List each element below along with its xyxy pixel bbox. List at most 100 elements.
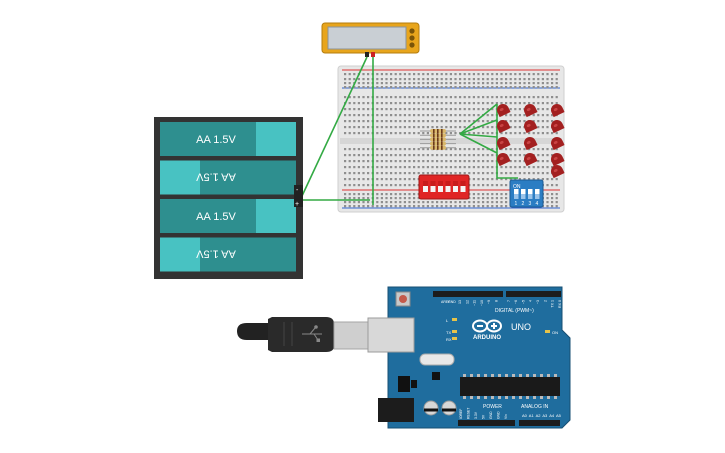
multimeter-probe-red[interactable]: [371, 52, 375, 57]
battery-cell-label: AA 1.5V: [195, 171, 235, 183]
power-header[interactable]: [458, 420, 515, 426]
digital-pin-label: ~11: [473, 300, 477, 306]
led-red[interactable]: [549, 151, 565, 167]
led-red[interactable]: [495, 151, 511, 167]
digital-pin-label: RX 0: [558, 300, 562, 308]
led-red[interactable]: [549, 163, 565, 179]
battery-cell-label: AA 1.5V: [195, 248, 235, 260]
power-pin-label: 5V: [482, 414, 486, 419]
digital-pin-label: ~6: [514, 300, 518, 304]
led-red[interactable]: [549, 102, 565, 118]
wires: [301, 56, 518, 205]
led-red[interactable]: [549, 118, 565, 134]
multimeter-probe-black[interactable]: [365, 52, 369, 57]
led-red[interactable]: [495, 118, 511, 134]
analog-label: ANALOG IN: [521, 404, 549, 410]
led-red[interactable]: [549, 135, 565, 151]
digital-pin-label: ~3: [536, 300, 540, 304]
battery-plus-label: +: [295, 201, 299, 208]
l-led-label: L: [446, 318, 449, 323]
usb-icon: [302, 325, 322, 342]
wire-meter-to-battery[interactable]: [301, 56, 368, 197]
usb-plug-body: [268, 317, 334, 352]
dip-key[interactable]: [445, 181, 451, 192]
wire-led-to-dip[interactable]: [496, 104, 518, 179]
breadboard-center-channel: [340, 138, 562, 144]
arduino-model: UNO: [511, 322, 531, 332]
led-matrix[interactable]: [495, 102, 565, 179]
dip-key[interactable]: [430, 181, 436, 192]
dip-switch-red-keys: [423, 181, 466, 192]
digital-header-right[interactable]: [506, 291, 561, 297]
digital-pin-label: TX 1: [551, 300, 555, 308]
dip-key[interactable]: [438, 181, 443, 192]
digital-label: DIGITAL (PWM~): [495, 308, 534, 314]
dip-switch-red[interactable]: [418, 174, 470, 200]
reset-button-cap-icon[interactable]: [399, 295, 407, 303]
digital-pin-label: 2: [543, 300, 547, 302]
arduino-brand: ARDUINO: [473, 335, 501, 341]
analog-header[interactable]: [519, 420, 560, 426]
power-jack: [378, 398, 414, 422]
led-red[interactable]: [522, 102, 538, 118]
analog-pin-label: A3: [542, 413, 548, 418]
analog-pin-label: A4: [549, 413, 555, 418]
digital-pin-label: ~10: [480, 300, 484, 306]
arduino-logo-icon: [472, 319, 502, 333]
dip-key[interactable]: [423, 181, 428, 192]
battery-cell[interactable]: AA 1.5V: [160, 237, 296, 272]
multimeter-knob-icon[interactable]: [409, 28, 415, 34]
analog-pin-label: A0: [522, 413, 528, 418]
multimeter-display: [327, 26, 407, 50]
aref-label: AREF: [441, 300, 450, 304]
multimeter-knob-icon[interactable]: [409, 35, 415, 41]
multimeter[interactable]: [321, 22, 420, 57]
battery-cells: AA 1.5V AA 1.5V AA 1.5V AA 1.5V: [160, 122, 296, 272]
dip-position-label: 1: [515, 201, 518, 207]
regulator-tab: [411, 380, 417, 388]
digital-header-left[interactable]: [433, 291, 503, 297]
led-red[interactable]: [522, 118, 538, 134]
digital-pin-label: ~9: [487, 300, 491, 304]
atmega-chip-pins: [463, 374, 557, 399]
dip-position-label: 3: [529, 201, 532, 207]
led-red[interactable]: [495, 102, 511, 118]
tx-led-label: TX: [446, 330, 451, 335]
dip-key[interactable]: [460, 181, 466, 192]
battery-terminal: [294, 185, 303, 207]
power-pin-label: GND: [489, 411, 493, 419]
capacitor-2: [441, 400, 457, 416]
dip-switch-blue-body: [509, 179, 544, 208]
atmega-chip: [460, 377, 560, 396]
capacitor-1: [423, 400, 439, 416]
wire-resistor-led-3[interactable]: [459, 133, 498, 138]
led-red[interactable]: [522, 135, 538, 151]
battery-cell[interactable]: AA 1.5V: [160, 199, 296, 233]
led-red[interactable]: [522, 151, 538, 167]
gnd-label: GND: [448, 300, 456, 304]
voltage-regulator: [398, 376, 410, 392]
digital-pin-label: ~5: [521, 300, 525, 304]
battery-cell[interactable]: AA 1.5V: [160, 122, 296, 156]
digital-pin-label: 7: [507, 300, 511, 302]
wire-resistor-led-2[interactable]: [459, 119, 498, 135]
led-red[interactable]: [495, 135, 511, 151]
multimeter-knob-icon[interactable]: [409, 42, 415, 48]
power-pin-label: 3.3V: [474, 411, 478, 419]
resistor-array[interactable]: [420, 129, 456, 150]
wire-resistor-led-4[interactable]: [459, 133, 498, 154]
usb-cable[interactable]: [237, 317, 371, 352]
l-led: [452, 318, 457, 321]
dip-key[interactable]: [453, 181, 458, 192]
battery-cell[interactable]: AA 1.5V: [160, 160, 296, 195]
digital-pin-label: 12: [465, 300, 469, 304]
wire-resistor-led-1[interactable]: [459, 103, 498, 135]
